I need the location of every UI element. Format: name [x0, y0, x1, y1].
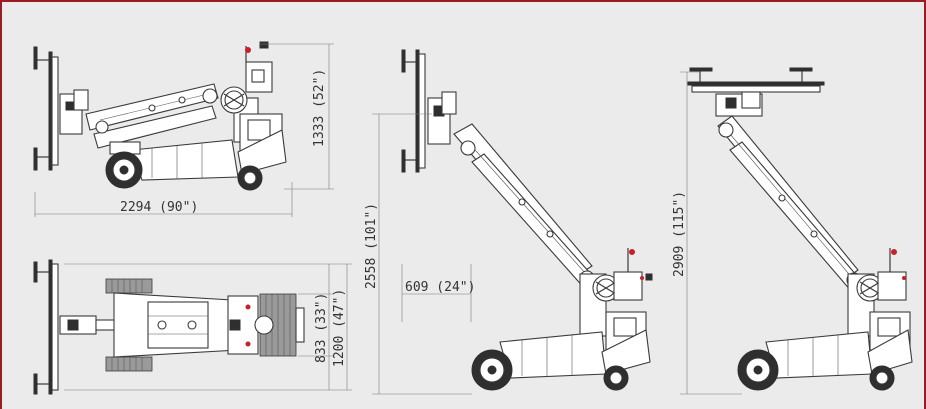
top-outer-width-dimension: 1200 (47") [332, 289, 347, 367]
side-view-max [680, 67, 913, 395]
max-height-dimension: 2909 (115") [672, 191, 687, 277]
top-view [33, 259, 352, 395]
raised-reach-dimension: 609 (24") [405, 280, 475, 295]
side-view-raised [372, 49, 653, 395]
stowed-height-dimension: 1333 (52") [312, 69, 327, 147]
raised-height-dimension: 2558 (101") [364, 203, 379, 289]
side-view-stowed [33, 41, 334, 217]
top-inner-width-dimension: 833 (33") [314, 293, 329, 363]
stowed-length-dimension: 2294 (90") [120, 200, 198, 215]
